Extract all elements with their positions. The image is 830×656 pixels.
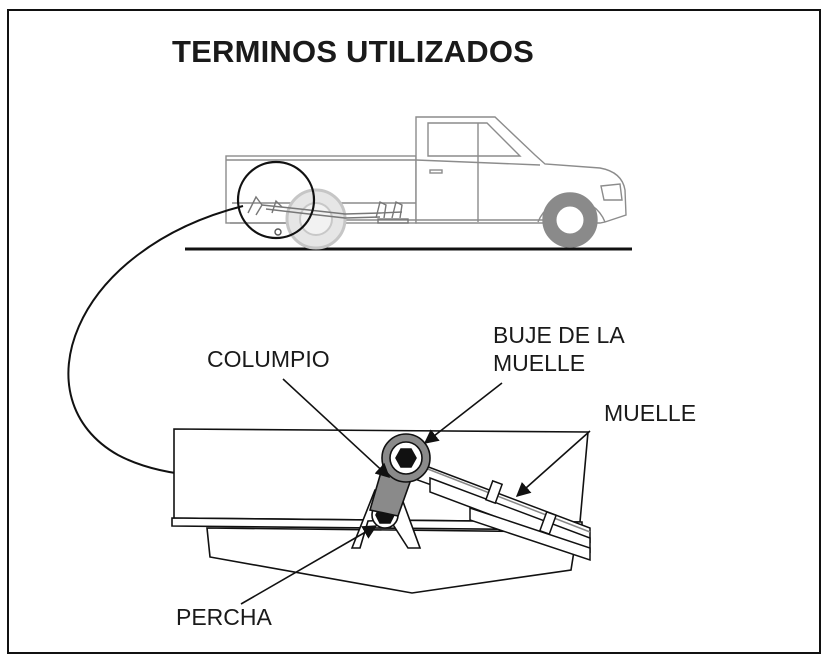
label-buje-line2: MUELLE <box>493 350 586 376</box>
leaf-spring <box>409 458 591 562</box>
buje-leader <box>423 382 503 444</box>
diagram-title: TERMINOS UTILIZADOS <box>172 34 535 69</box>
label-muelle: MUELLE <box>604 400 697 426</box>
label-columpio: COLUMPIO <box>207 346 330 372</box>
columpio-leader <box>282 378 391 478</box>
percha-leader <box>240 525 378 605</box>
leader-lines <box>240 378 591 605</box>
callout-arrow <box>67 205 244 484</box>
spring-shackle <box>368 433 431 517</box>
label-buje-line1: BUJE DE LA <box>493 322 625 348</box>
muelle-leader <box>515 430 591 497</box>
callout-circle <box>236 160 316 240</box>
diagram-frame <box>7 9 821 654</box>
label-percha: PERCHA <box>176 604 272 630</box>
